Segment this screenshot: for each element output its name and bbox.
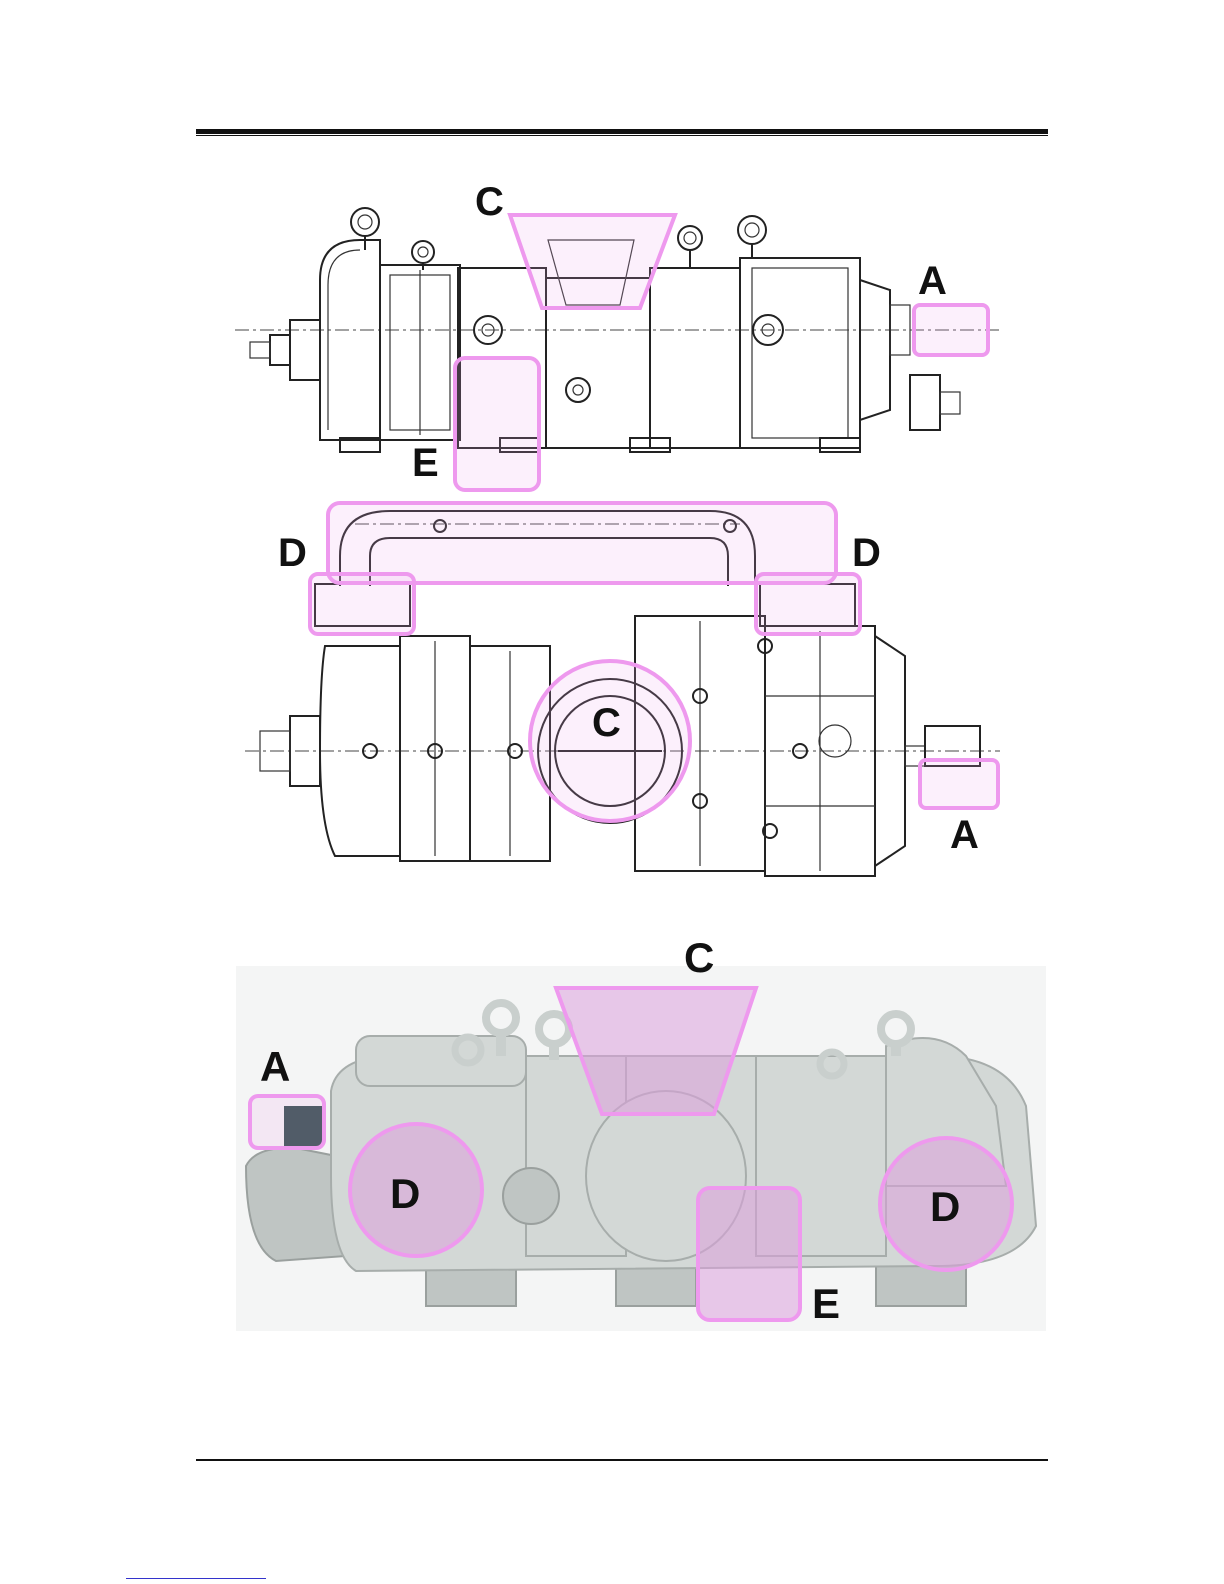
highlight-e-side	[455, 358, 539, 490]
eyebolt-icon	[678, 226, 702, 268]
eyebolt-icon	[738, 216, 766, 258]
label-c: C	[475, 180, 504, 224]
footer-rule	[196, 1459, 1048, 1461]
highlight-e-bracket	[698, 1188, 800, 1320]
label-d-right: D	[930, 1183, 960, 1230]
highlight-d-right-flange	[756, 574, 860, 634]
top-view-drawing: D D C A	[240, 496, 1010, 886]
label-a: A	[918, 259, 947, 303]
label-a: A	[950, 813, 979, 857]
compressor-photo: C A D D E	[236, 926, 1046, 1331]
side-view-drawing: C A E	[230, 170, 1010, 500]
label-d-right: D	[852, 531, 881, 575]
highlight-a-shaft-side	[914, 305, 988, 355]
label-d-left: D	[278, 531, 307, 575]
highlight-d-discharge-pipe	[328, 503, 836, 583]
highlight-a-shaft	[250, 1096, 324, 1148]
label-a: A	[260, 1043, 290, 1090]
header-rule	[196, 129, 1048, 134]
label-e: E	[812, 1280, 840, 1327]
eyebolt-icon	[351, 208, 379, 250]
highlight-d-left-flange	[310, 574, 414, 634]
footer-link-underline[interactable]	[126, 1578, 266, 1579]
label-c: C	[684, 934, 714, 981]
highlight-a-shaft-end	[920, 760, 998, 808]
label-d-left: D	[390, 1170, 420, 1217]
label-e: E	[412, 441, 439, 485]
label-c: C	[592, 701, 621, 745]
